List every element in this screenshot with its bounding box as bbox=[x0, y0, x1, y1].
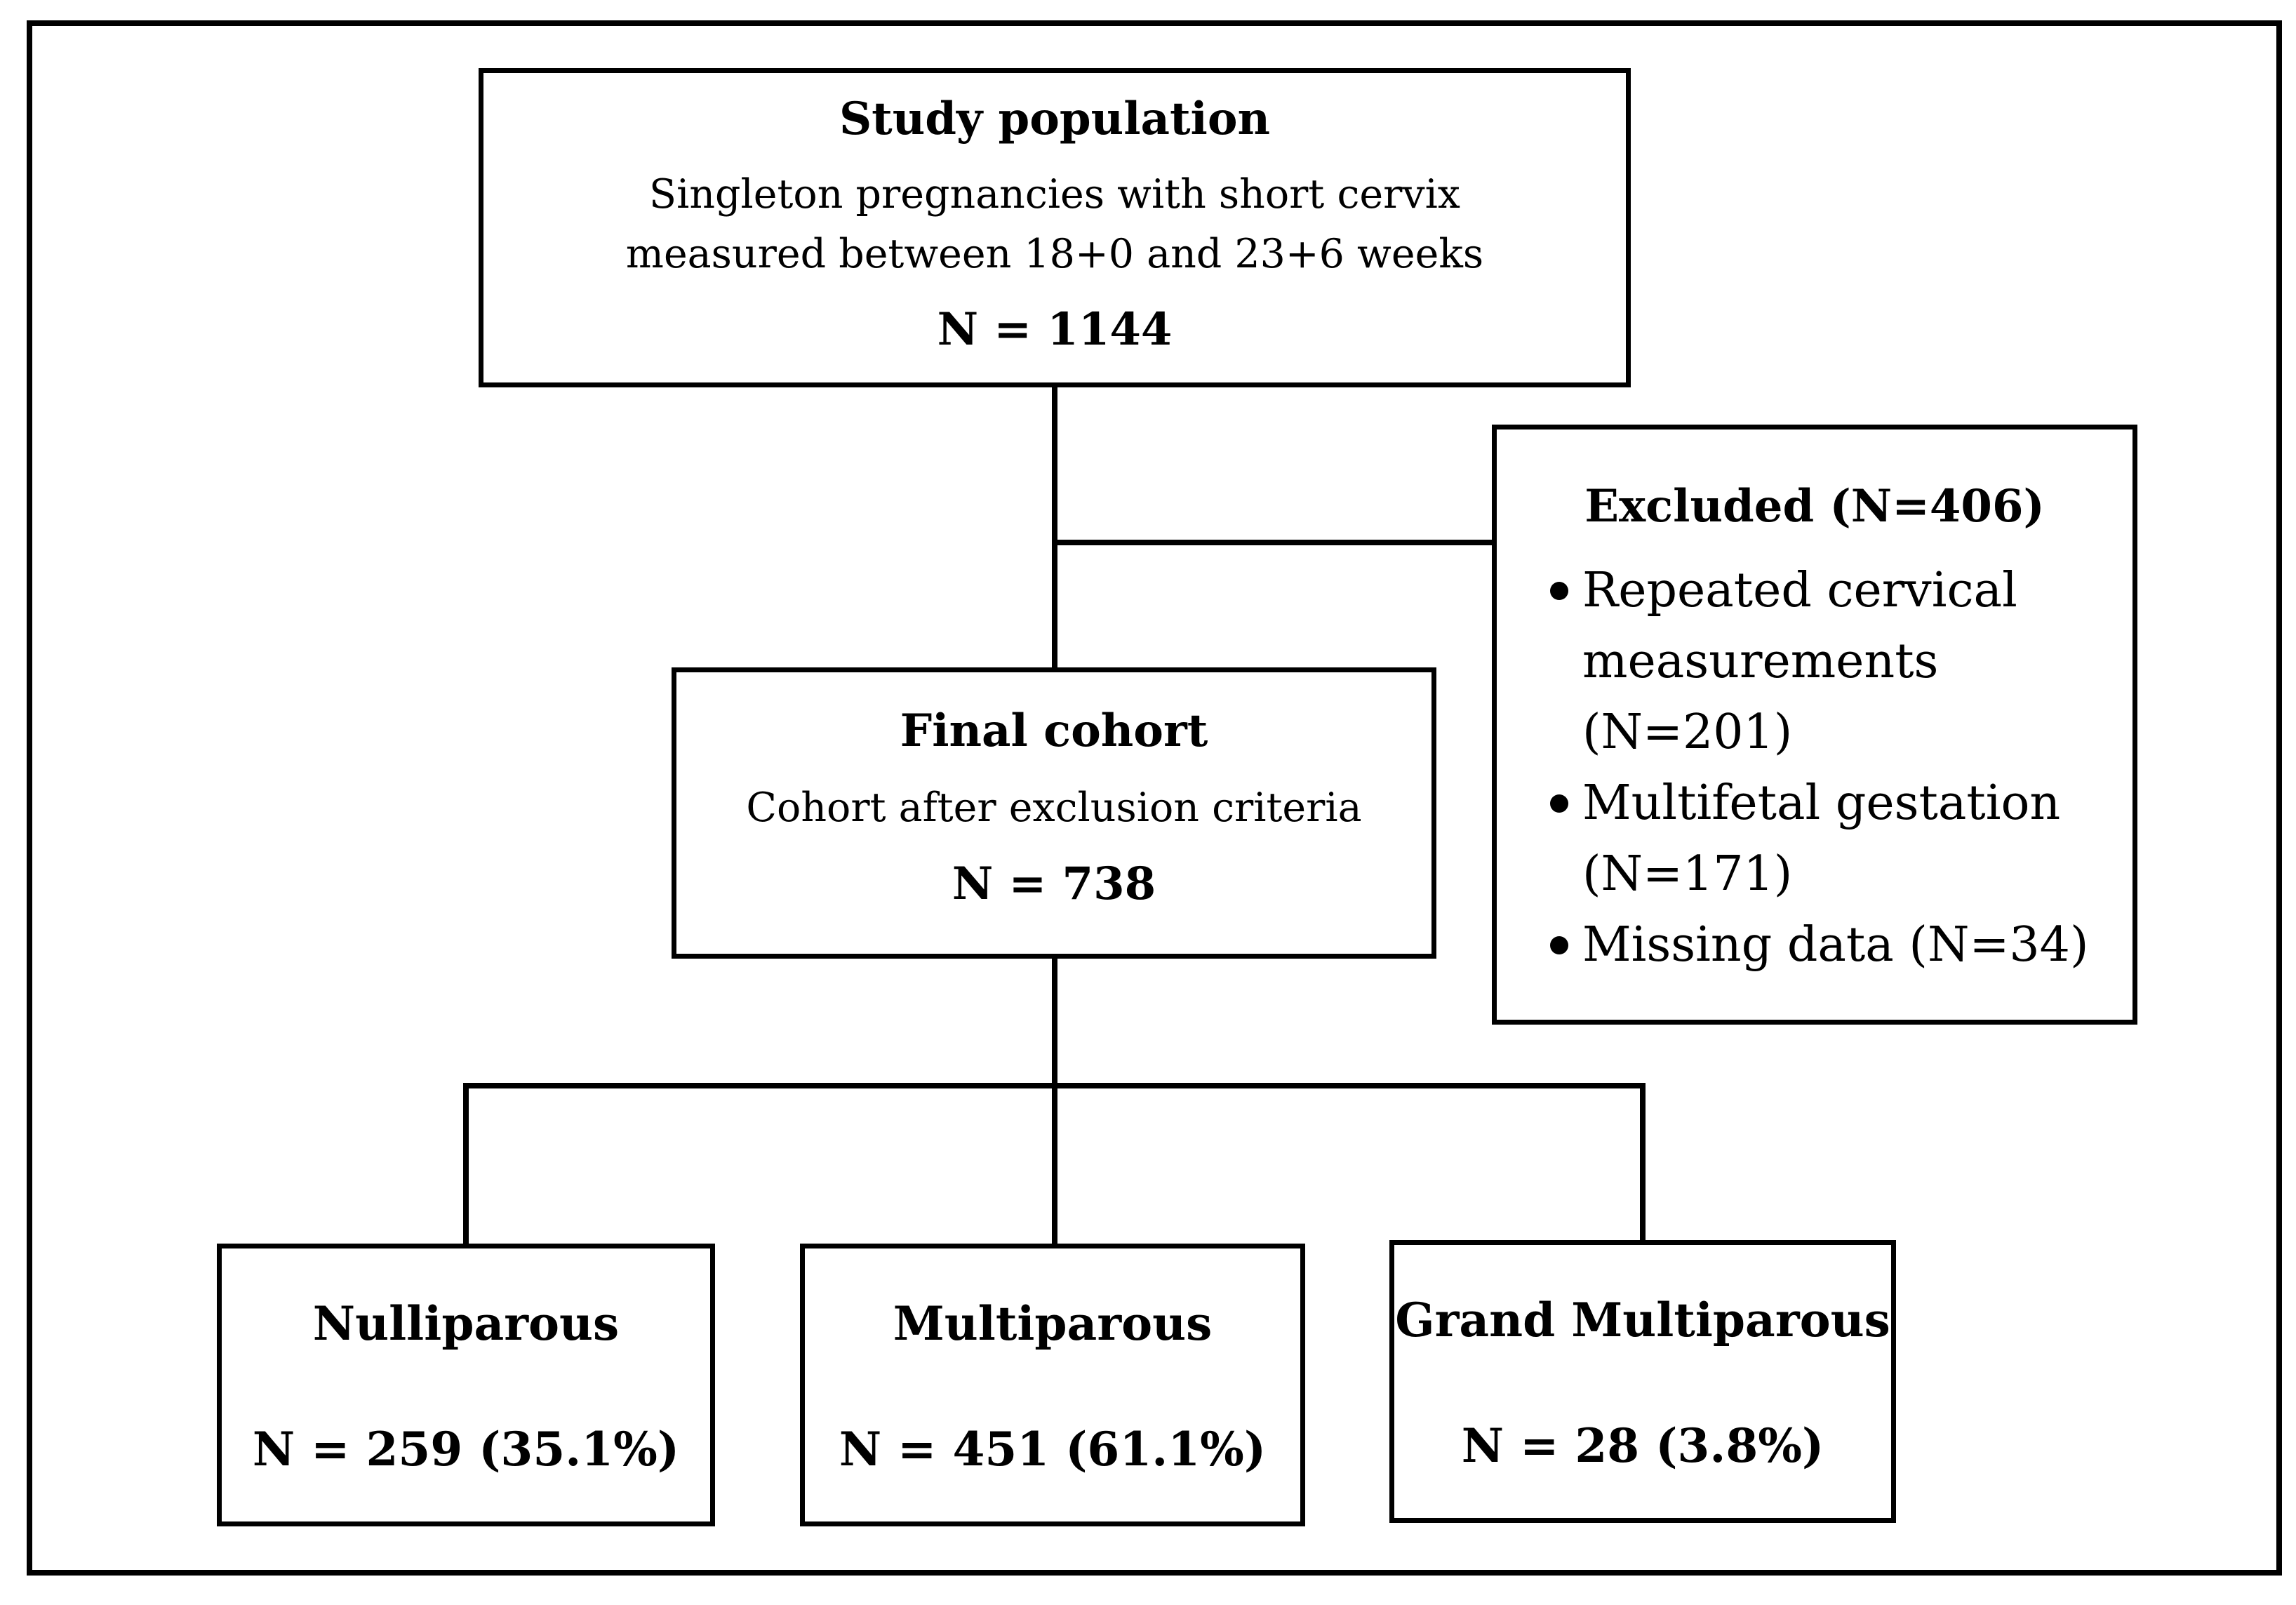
nulliparous-box: Nulliparous N = 259 (35.1%) bbox=[217, 1244, 715, 1526]
final-cohort-box: Final cohort Cohort after exclusion crit… bbox=[672, 667, 1436, 959]
study-population-box: Study population Singleton pregnancies w… bbox=[479, 68, 1631, 387]
excluded-item: Repeated cervical measurements (N=201) bbox=[1550, 555, 2133, 768]
excluded-list: Repeated cervical measurements (N=201) M… bbox=[1497, 555, 2133, 980]
nulliparous-title: Nulliparous bbox=[312, 1296, 620, 1351]
grand-multiparous-box: Grand Multiparous N = 28 (3.8%) bbox=[1389, 1240, 1896, 1523]
excluded-box: Excluded (N=406) Repeated cervical measu… bbox=[1492, 425, 2137, 1025]
grand-multiparous-title: Grand Multiparous bbox=[1395, 1293, 1890, 1347]
excluded-item-label: Missing data (N=34) bbox=[1582, 917, 2089, 973]
final-cohort-count: N = 738 bbox=[952, 858, 1156, 911]
bullet-icon bbox=[1550, 581, 1568, 600]
study-population-description: Singleton pregnancies with short cervix … bbox=[625, 171, 1484, 278]
bullet-icon bbox=[1550, 794, 1568, 813]
study-population-title: Study population bbox=[839, 93, 1271, 145]
grand-multiparous-count: N = 28 (3.8%) bbox=[1461, 1418, 1824, 1474]
excluded-item-label: Multifetal gestation (N=171) bbox=[1582, 775, 2061, 902]
final-cohort-description: Cohort after exclusion criteria bbox=[746, 784, 1362, 831]
excluded-item: Missing data (N=34) bbox=[1550, 910, 2133, 980]
excluded-item: Multifetal gestation (N=171) bbox=[1550, 768, 2133, 910]
nulliparous-count: N = 259 (35.1%) bbox=[252, 1422, 680, 1477]
diagram-frame bbox=[27, 20, 2282, 1576]
bullet-icon bbox=[1550, 935, 1568, 954]
multiparous-count: N = 451 (61.1%) bbox=[839, 1422, 1267, 1477]
study-population-count: N = 1144 bbox=[937, 302, 1173, 356]
multiparous-title: Multiparous bbox=[893, 1296, 1213, 1351]
final-cohort-title: Final cohort bbox=[900, 705, 1208, 757]
multiparous-box: Multiparous N = 451 (61.1%) bbox=[800, 1244, 1305, 1526]
excluded-item-label: Repeated cervical measurements (N=201) bbox=[1582, 562, 2017, 760]
excluded-title: Excluded (N=406) bbox=[1584, 480, 2045, 533]
